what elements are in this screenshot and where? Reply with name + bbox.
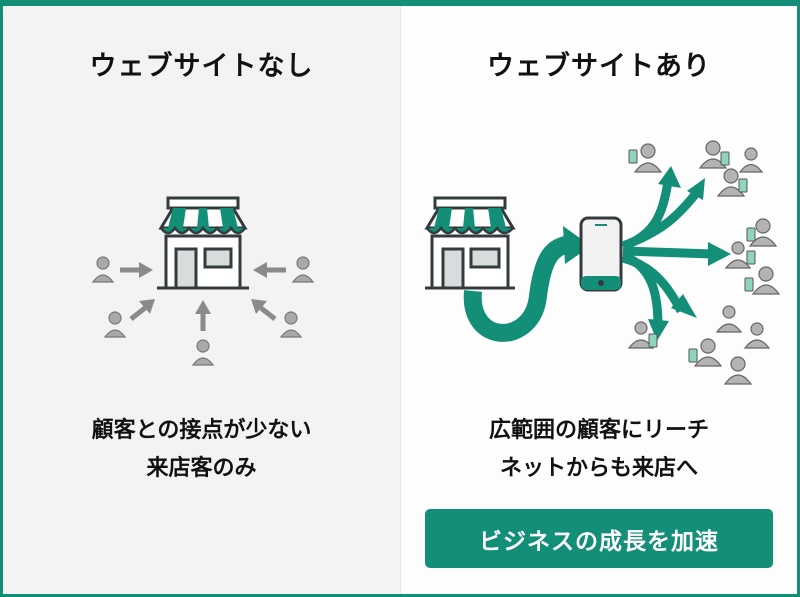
left-title: ウェブサイトなし [89, 51, 314, 82]
panel-without-website: ウェブサイトなし [3, 6, 401, 594]
storefront-icon [157, 196, 249, 290]
reach-diagram-right [424, 140, 781, 385]
person-icon [91, 256, 315, 366]
storefront-icon [424, 196, 516, 290]
person-with-phone-icon [627, 140, 781, 385]
right-caption: 広範囲の顧客にリーチ ネットからも来店へ [488, 418, 709, 481]
curved-arrow-icon [463, 235, 573, 342]
arrow-icon [120, 262, 286, 331]
storefront-diagram-left [91, 196, 315, 366]
panel-with-website: ウェブサイトあり [401, 6, 797, 594]
smartphone-icon [579, 216, 623, 292]
right-title: ウェブサイトあり [487, 51, 711, 82]
accelerate-growth-button[interactable]: ビジネスの成長を加速 [425, 509, 773, 568]
left-caption: 顧客との接点が少ない 来店客のみ [91, 418, 312, 481]
